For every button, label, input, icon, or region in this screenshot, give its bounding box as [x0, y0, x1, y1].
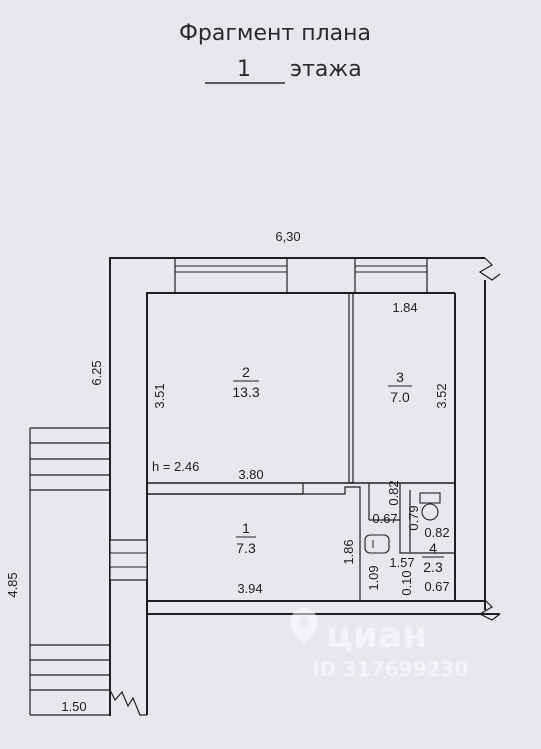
room-number: 2: [242, 364, 250, 380]
toilet-icon: [419, 492, 441, 521]
dim-left-height: 6.25: [89, 360, 104, 385]
dim-porch-width: 1.50: [61, 699, 86, 714]
room-3-label: 3 7.0: [388, 369, 412, 405]
dim-bath-bottom: 0.67: [424, 579, 449, 594]
sink-icon: [364, 534, 390, 554]
room-area: 7.0: [390, 389, 410, 405]
room-4-label: 4 2.3: [422, 540, 444, 575]
dim-bath-width: 1.57: [389, 555, 414, 570]
plan-title: Фрагмент плана: [179, 21, 371, 46]
dim-ceiling-height: h = 2.46: [152, 459, 199, 474]
porch-steps: [29, 427, 110, 716]
dim-hall-height: 1.86: [341, 539, 356, 564]
floor-number: 1: [237, 57, 251, 82]
watermark: циан ID 317699230: [290, 608, 468, 681]
room-2-label: 2 13.3: [232, 364, 259, 400]
dim-toilet-width: 0.82: [424, 525, 449, 540]
room-area: 13.3: [232, 384, 259, 400]
dim-top-width: 6,30: [275, 229, 300, 244]
window-room3: [354, 257, 428, 294]
window-room2: [174, 257, 288, 294]
interior-walls: [109, 292, 455, 601]
dim-room3-width: 1.84: [392, 300, 417, 315]
dim-wc-height: 0.82: [386, 480, 401, 505]
dim-room2-width: 3.80: [238, 467, 263, 482]
dim-room2-height: 3.51: [152, 383, 167, 408]
room-area: 7.3: [236, 540, 256, 556]
room-number: 3: [396, 369, 404, 385]
room-number: 4: [429, 540, 437, 556]
dim-hall-width: 3.94: [237, 581, 262, 596]
watermark-brand: циан: [326, 615, 427, 656]
room-area: 2.3: [423, 559, 443, 575]
location-pin-icon: [290, 608, 318, 644]
watermark-listing-id: ID 317699230: [312, 657, 468, 681]
outer-walls: [109, 257, 501, 716]
dim-room3-height: 3.52: [434, 383, 449, 408]
floor-word: этажа: [290, 57, 362, 82]
dim-bath-small: 0.10: [399, 570, 414, 595]
room-number: 1: [242, 520, 250, 536]
dim-wc-width: 0.67: [372, 511, 397, 526]
dim-door-gap: 1.09: [366, 565, 381, 590]
dim-porch-height: 4.85: [5, 572, 20, 597]
dim-toilet-depth: 0.79: [406, 505, 421, 530]
room-1-label: 1 7.3: [236, 520, 256, 556]
